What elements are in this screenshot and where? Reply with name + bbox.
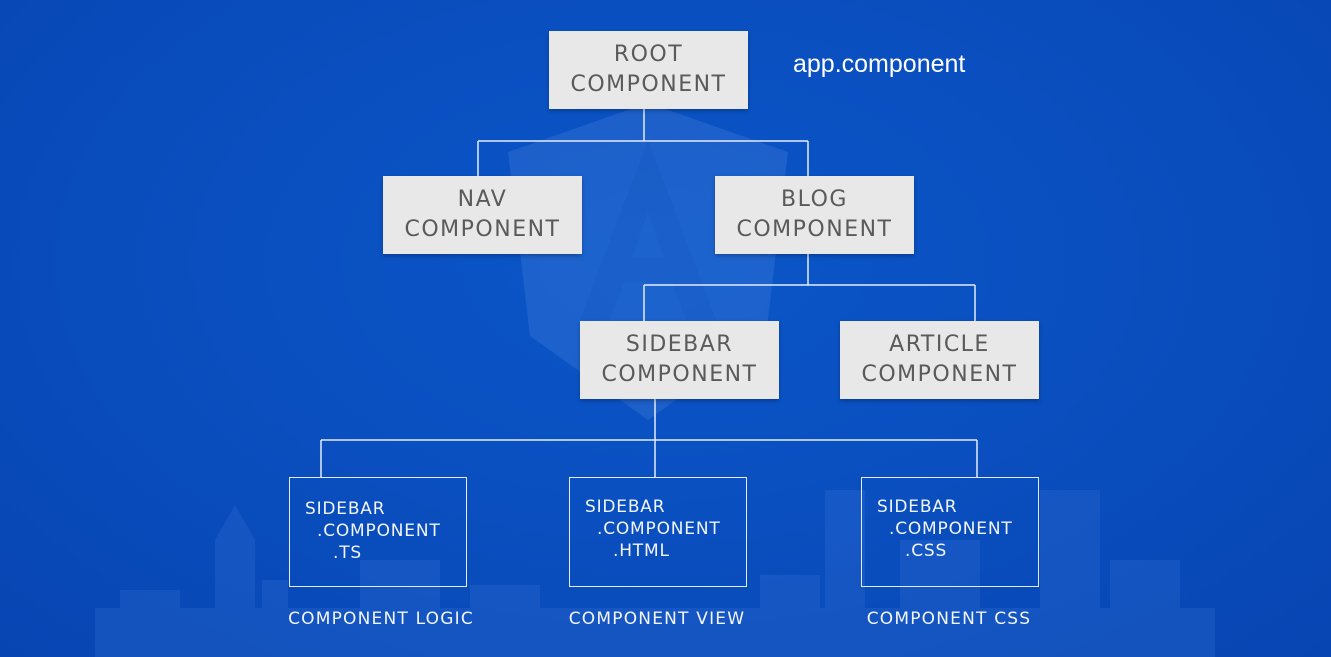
caption-component-logic: COMPONENT LOGIC — [288, 609, 474, 629]
file-css-line3: .CSS — [905, 541, 948, 561]
nav-component-box: NAV COMPONENT — [383, 176, 582, 254]
caption-component-view: COMPONENT VIEW — [568, 609, 746, 629]
file-html-line2: .COMPONENT — [597, 519, 721, 539]
sidebar-component-box: SIDEBAR COMPONENT — [580, 321, 779, 399]
file-ts-line2: .COMPONENT — [317, 521, 441, 541]
file-css-line1: SIDEBAR — [877, 497, 958, 517]
root-component-line2: COMPONENT — [570, 72, 727, 97]
root-component-line1: ROOT — [613, 42, 684, 67]
blog-component-box: BLOG COMPONENT — [715, 176, 914, 254]
article-component-line2: COMPONENT — [861, 362, 1018, 387]
file-html-line3: .HTML — [613, 541, 670, 561]
file-box-html: SIDEBAR .COMPONENT .HTML — [569, 477, 747, 587]
sidebar-component-line2: COMPONENT — [601, 362, 758, 387]
article-component-box: ARTICLE COMPONENT — [840, 321, 1039, 399]
file-box-css: SIDEBAR .COMPONENT .CSS — [861, 477, 1039, 587]
file-html-line1: SIDEBAR — [585, 497, 666, 517]
file-ts-line1: SIDEBAR — [305, 499, 386, 519]
city-skyline-icon — [95, 490, 1215, 657]
sidebar-component-line1: SIDEBAR — [625, 332, 734, 357]
angular-logo-letter-icon — [580, 140, 716, 320]
nav-component-line1: NAV — [457, 187, 508, 212]
file-css-line2: .COMPONENT — [889, 519, 1013, 539]
blog-component-line2: COMPONENT — [736, 217, 893, 242]
caption-component-css: COMPONENT CSS — [866, 609, 1032, 629]
connector-lines — [320, 109, 978, 477]
nav-component-line2: COMPONENT — [404, 217, 561, 242]
file-box-ts: SIDEBAR .COMPONENT .TS — [289, 477, 467, 587]
file-ts-line3: .TS — [333, 543, 362, 563]
blog-component-line1: BLOG — [781, 187, 848, 212]
app-component-label: app.component — [793, 50, 966, 78]
article-component-line1: ARTICLE — [889, 332, 990, 357]
root-component-box: ROOT COMPONENT — [549, 31, 748, 109]
